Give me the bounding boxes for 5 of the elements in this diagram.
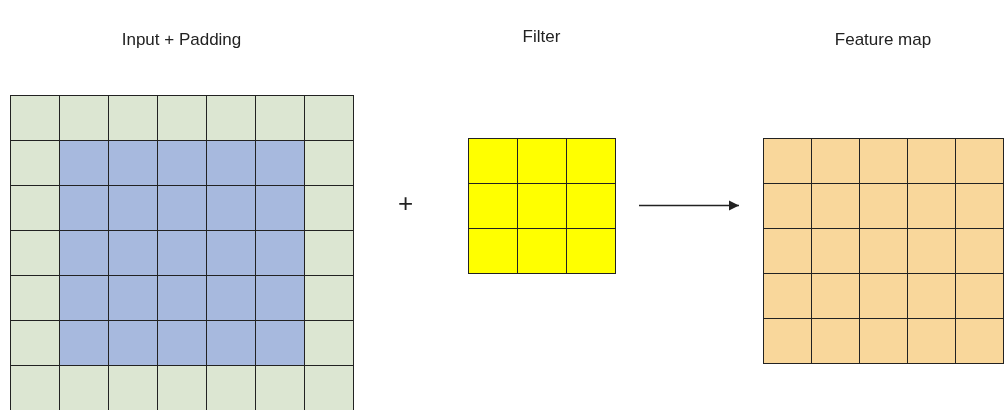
plus-sign: + — [398, 188, 414, 219]
grid-title: Filter — [522, 27, 561, 47]
grid-title: Input + Padding — [121, 30, 242, 50]
arrow — [638, 200, 740, 211]
grid-title: Feature map — [834, 30, 932, 50]
